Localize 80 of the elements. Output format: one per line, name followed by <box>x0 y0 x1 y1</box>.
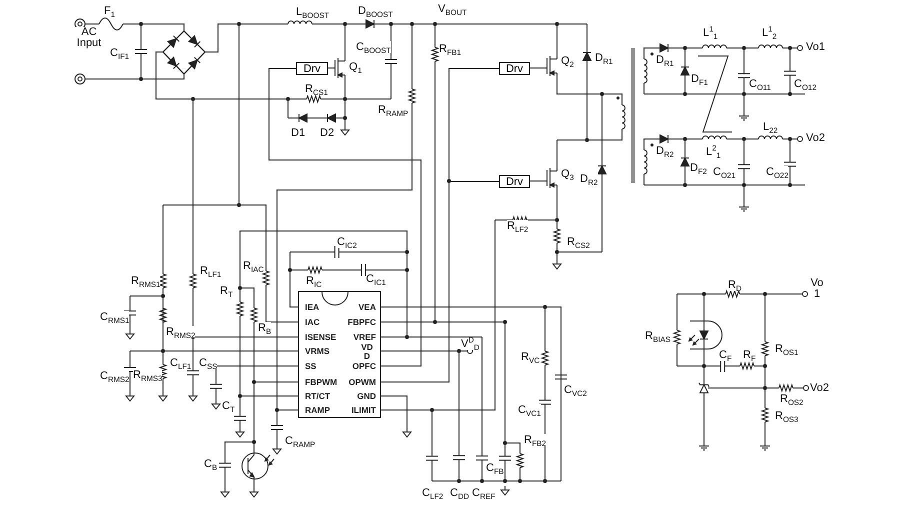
component-label: R$_{D}$ <box>728 279 742 291</box>
component-label: R$_{T}$ <box>220 285 233 297</box>
component-label: R$_{F}$ <box>743 349 756 361</box>
component-label: D$_{R1}$ <box>595 52 613 64</box>
component-label: C$_{O22}$ <box>766 166 788 178</box>
component-label: C$_{RMS2}$ <box>100 370 130 382</box>
pin-label: VD D <box>360 343 374 361</box>
pin-label: OPFC <box>352 362 376 371</box>
component-label: F$_{1}$ <box>104 5 116 17</box>
component-label: Vo2 <box>810 382 829 394</box>
driver-box: Drv <box>499 62 530 75</box>
component-label: V$_{BOUT}$ <box>438 3 467 15</box>
wire <box>380 181 500 382</box>
component-label: Vo1 <box>806 41 825 53</box>
component-label: C$_{IC2}$ <box>337 236 357 248</box>
component-label: Vo2 <box>806 132 825 144</box>
component-label: R$_{RMS3}$ <box>133 369 162 381</box>
pin-label: IEA <box>305 303 320 312</box>
pin-label: SS <box>305 362 316 371</box>
component-label: R$_{B}$ <box>258 322 272 334</box>
component-label: C$_{IF1}$ <box>110 47 130 59</box>
component-label: C$_{B}$ <box>204 458 218 470</box>
component-label: Q$_{1}$ <box>349 61 362 73</box>
component-label: C$_{VC2}$ <box>564 384 587 396</box>
component-label: D$_{R1}$ <box>656 54 674 66</box>
component-label: R$_{LF2}$ <box>507 220 528 232</box>
driver-box: Drv <box>499 175 530 188</box>
component-label: R$_{VC}$ <box>521 351 540 363</box>
pin-label: RAMP <box>305 406 330 415</box>
component-label: R$_{RAMP}$ <box>378 104 408 116</box>
component-label: C$_{FB}$ <box>486 462 504 474</box>
component-label: R$_{FB2}$ <box>524 434 546 446</box>
component-label: C$_{F}$ <box>719 349 732 361</box>
pin-label: OPWM <box>348 378 376 387</box>
component-label: C$_{O11}$ <box>749 78 771 90</box>
pin-label: ILIMIT <box>351 406 376 415</box>
component-label: C$_{LF1}$ <box>170 357 192 369</box>
component-label: R$_{IAC}$ <box>243 260 264 272</box>
component-label: R$_{OS1}$ <box>775 343 798 355</box>
component-label: C$_{RAMP}$ <box>285 435 316 447</box>
component-label: D2 <box>320 127 334 139</box>
component-label: R$_{CS2}$ <box>567 236 590 248</box>
component-label: C$_{DD}$ <box>450 487 470 499</box>
pin-label: GND <box>357 392 376 401</box>
component-label: R$_{RMS2}$ <box>166 326 196 338</box>
pin-label: FBPFC <box>348 318 376 327</box>
component-label: D$_{F2}$ <box>690 162 707 174</box>
component-label: C$_{BOOST}$ <box>356 41 391 53</box>
component-label: D$_{BOOST}$ <box>358 5 393 17</box>
pin-label: VREF <box>353 333 376 342</box>
pin-label: VRMS <box>305 347 330 356</box>
component-label: C$_{IC1}$ <box>366 273 386 285</box>
component-label: C$_{RMS1}$ <box>100 311 130 323</box>
component-label: Q$_{2}$ <box>561 55 574 67</box>
pin-label: FBPWM <box>305 378 338 387</box>
driver-box: Drv <box>296 62 328 75</box>
component-label: C$_{SS}$ <box>199 357 218 369</box>
component-label: D$_{R2}$ <box>580 173 598 185</box>
pin-label: ISENSE <box>305 333 336 342</box>
component-label: C$_{O12}$ <box>794 78 816 90</box>
component-label: R$_{BIAS}$ <box>645 330 670 342</box>
component-label: R$_{OS2}$ <box>780 393 804 405</box>
ic-chip <box>298 291 381 418</box>
component-label: C$_{LF2}$ <box>422 487 444 499</box>
pin-label: IAC <box>305 318 320 327</box>
component-label: C$_{T}$ <box>222 400 235 412</box>
component-label: R$_{RMS1}$ <box>131 275 160 287</box>
component-label: L$_{22}$ <box>763 121 778 133</box>
component-label: C$_{O21}$ <box>713 166 736 178</box>
component-label: D$_{R2}$ <box>656 145 674 157</box>
component-label: R$_{LF1}$ <box>200 265 222 277</box>
component-label: C$_{VC1}$ <box>518 404 541 416</box>
pin-label: RT/CT <box>305 392 330 401</box>
component-label: R$_{OS3}$ <box>775 410 798 422</box>
component-label: D$_{F1}$ <box>691 73 708 85</box>
pin-label: VEA <box>358 303 376 312</box>
wire <box>268 68 422 366</box>
component-label: C$_{REF}$ <box>472 487 496 499</box>
component-label: D1 <box>291 127 306 139</box>
component-label: Vo 1 <box>810 278 824 300</box>
